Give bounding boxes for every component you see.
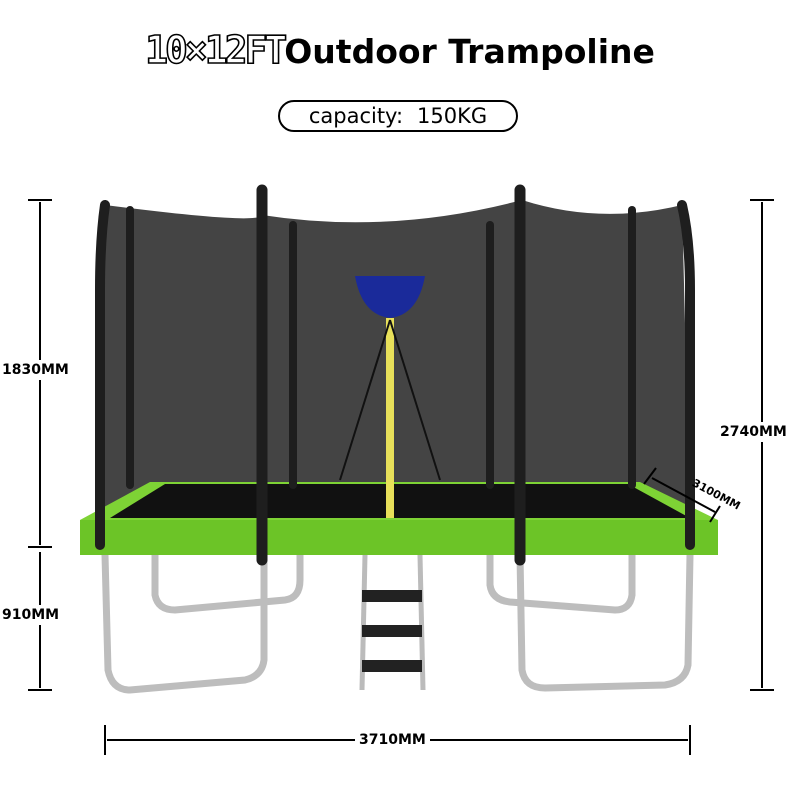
frame-pad-front bbox=[80, 520, 718, 555]
trampoline-legs bbox=[101, 551, 694, 694]
page-title: 10×12FTOutdoor Trampoline bbox=[0, 27, 800, 73]
safety-net bbox=[100, 200, 690, 520]
jump-mat bbox=[110, 484, 690, 518]
frame-height-label: 910MM bbox=[2, 605, 60, 625]
capacity-value: 150KG bbox=[417, 104, 488, 128]
size-label: 10×12FT bbox=[144, 27, 288, 73]
ladder bbox=[359, 554, 426, 691]
product-name: Outdoor Trampoline bbox=[284, 32, 655, 71]
width-label: 3710MM bbox=[355, 730, 430, 750]
capacity-badge: capacity: 150KG bbox=[278, 100, 518, 132]
total-height-label: 2740MM bbox=[720, 422, 787, 442]
basketball-hoop bbox=[355, 276, 425, 318]
zipper bbox=[386, 318, 394, 518]
enclosure-height-label: 1830MM bbox=[2, 360, 69, 380]
enclosure-poles bbox=[95, 184, 695, 566]
capacity-label: capacity: bbox=[308, 104, 404, 128]
net-straps bbox=[339, 319, 441, 481]
